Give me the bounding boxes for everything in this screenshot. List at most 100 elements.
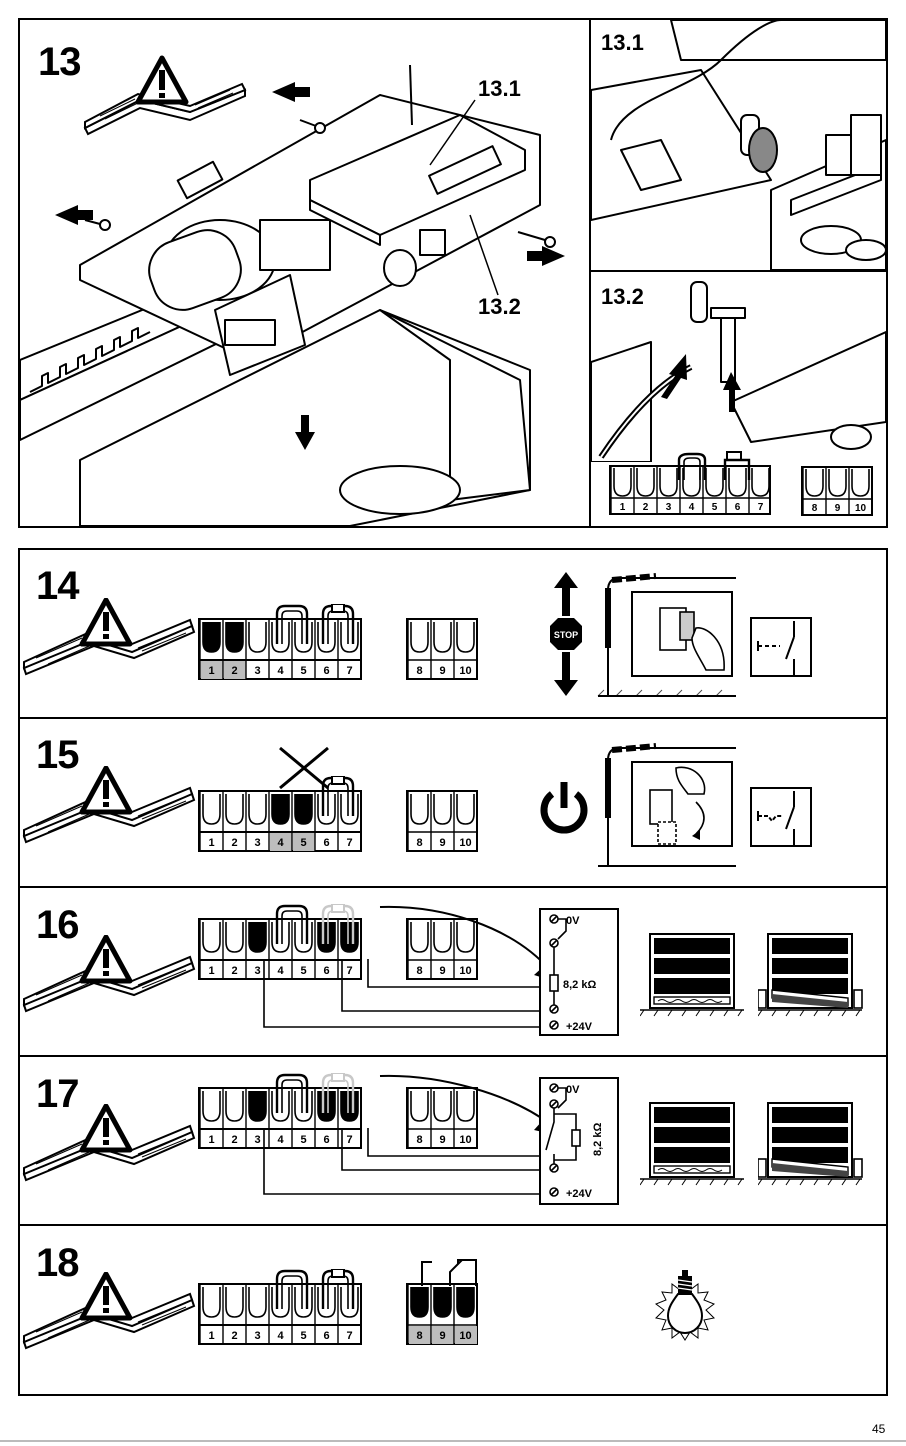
- relay-contact-symbol-icon: [421, 1259, 477, 1286]
- terminal-number-label: 1: [208, 965, 214, 977]
- terminal-cell: [271, 1287, 290, 1318]
- terminal-cell: [202, 794, 221, 825]
- terminal-number-label: 7: [346, 1134, 352, 1146]
- terminal-cell: [456, 794, 475, 825]
- terminal-cell: [410, 1287, 429, 1318]
- power-icon: [540, 782, 588, 834]
- terminal-cell: [271, 794, 290, 825]
- terminal-cell: [317, 1287, 336, 1318]
- terminal-number-label: 3: [254, 965, 260, 977]
- terminal-number-label: 1: [208, 837, 214, 849]
- step-13-number: 13: [38, 40, 81, 84]
- terminal-number-label: 1: [208, 1134, 214, 1146]
- step-13-2-number: 13.2: [601, 284, 644, 309]
- terminal-cell: [202, 1091, 221, 1122]
- terminal-cell: [433, 1091, 452, 1122]
- terminal-number-label: 1: [208, 1330, 214, 1342]
- terminal-cell: [433, 922, 452, 953]
- terminal-number-label: 6: [323, 665, 329, 677]
- terminal-number-label: 8: [416, 837, 422, 849]
- terminal-number-label: 9: [835, 503, 841, 514]
- terminal-number-label: 3: [254, 1134, 260, 1146]
- terminal-number-label: 9: [439, 1134, 445, 1146]
- resistor-label: 8,2 kΩ: [592, 1123, 604, 1156]
- terminal-number-label: 5: [712, 502, 718, 513]
- manual-warning-icon: [22, 1272, 198, 1352]
- terminal-number-label: 4: [277, 1134, 284, 1146]
- callout-13-2: 13.2: [478, 294, 521, 319]
- terminal-cell: [248, 1091, 267, 1122]
- terminal-number-label: 4: [277, 965, 284, 977]
- terminal-number-label: 6: [735, 502, 741, 513]
- terminal-number-label: 1: [620, 502, 626, 513]
- terminal-number-label: 10: [459, 1134, 471, 1146]
- step-17-number: 17: [36, 1072, 79, 1116]
- manual-warning-icon: [22, 766, 198, 846]
- terminal-cell: [225, 922, 244, 953]
- terminal-number-label: 7: [346, 1330, 352, 1342]
- terminal-block-illustration: [591, 281, 886, 462]
- terminal-number-label: 10: [459, 665, 471, 677]
- terminal-cell: [271, 622, 290, 653]
- terminal-cell: [202, 622, 221, 653]
- terminal-cell: [248, 922, 267, 953]
- terminal-cell: [202, 922, 221, 953]
- terminal-cell: [456, 1287, 475, 1318]
- terminal-cell: [433, 1287, 452, 1318]
- garage-door-closed-icon: [640, 933, 745, 1017]
- terminal-number-label: 2: [231, 837, 237, 849]
- voltage-0v-label: 0V: [566, 915, 580, 927]
- removed-jumper-cross-icon: [279, 746, 329, 790]
- terminal-cell: [317, 622, 336, 653]
- step-13-1-panel: 13.1: [589, 18, 888, 272]
- manual-warning-icon: [22, 598, 198, 678]
- receiver-socket-illustration: [591, 20, 886, 270]
- callout-13-1: 13.1: [478, 76, 521, 101]
- manual-warning-icon: [22, 1104, 198, 1184]
- manual-warning-icon: [22, 935, 198, 1015]
- resistor-label: 8,2 kΩ: [563, 979, 596, 991]
- terminal-cell: [225, 1091, 244, 1122]
- barrier-wall-switch-icon: [597, 573, 736, 697]
- terminal-number-label: 8: [416, 665, 422, 677]
- terminal-number-label: 4: [277, 665, 284, 677]
- terminal-cell: [456, 622, 475, 653]
- terminal-cell: [248, 622, 267, 653]
- terminal-cell: [248, 794, 267, 825]
- terminal-number-label: 4: [689, 502, 695, 513]
- step-14-number: 14: [36, 564, 79, 608]
- terminal-number-label: 3: [254, 1330, 260, 1342]
- wicket-switch-symbol-icon: [750, 787, 812, 847]
- safety-edge-wiring-8k2: 0V 8,2 kΩ +24V: [263, 905, 619, 1036]
- divider: [20, 1224, 886, 1226]
- terminal-number-label: 2: [231, 1134, 237, 1146]
- divider: [20, 717, 886, 719]
- step-18-number: 18: [36, 1241, 79, 1285]
- terminal-number-label: 3: [254, 665, 260, 677]
- light-bulb-icon: [654, 1270, 716, 1341]
- terminal-number-label: 2: [231, 1330, 237, 1342]
- terminal-number-label: 4: [277, 1330, 284, 1342]
- terminal-cell: [410, 922, 429, 953]
- terminal-cell: [410, 1091, 429, 1122]
- terminal-cell: [410, 794, 429, 825]
- terminal-number-label: 7: [346, 665, 352, 677]
- step-13-panel: 13 13.1 13.2: [18, 18, 591, 528]
- terminal-number-label: 5: [300, 837, 306, 849]
- terminal-number-label: 1: [208, 665, 214, 677]
- terminal-number-label: 7: [346, 837, 352, 849]
- terminal-number-label: 9: [439, 837, 445, 849]
- step-16-number: 16: [36, 903, 79, 947]
- terminal-number-label: 9: [439, 1330, 445, 1342]
